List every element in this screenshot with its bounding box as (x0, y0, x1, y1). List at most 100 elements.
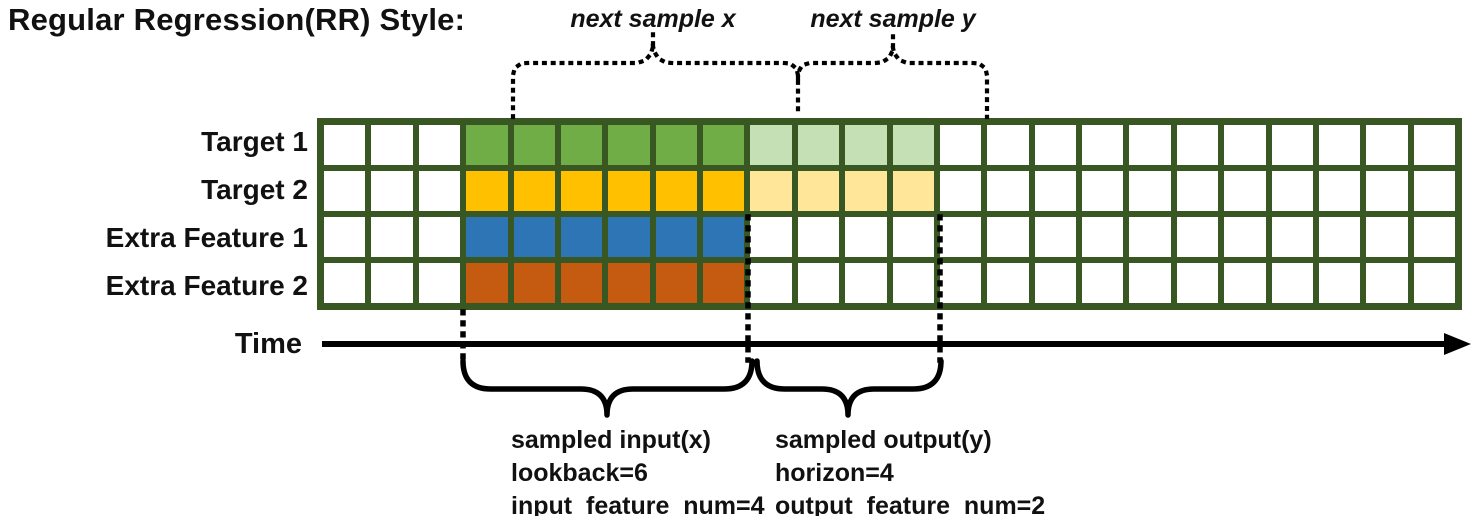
grid-cell (324, 125, 366, 165)
grid-cell (939, 263, 982, 303)
grid-cell (939, 171, 982, 211)
sampled-output-note: sampled output(y) horizon=4 output_featu… (775, 424, 1045, 516)
grid-cell (1082, 217, 1124, 257)
grid-cell (892, 217, 934, 257)
grid-cell (1366, 125, 1408, 165)
grid-cell (1318, 171, 1361, 211)
grid-cell (324, 171, 366, 211)
grid-cell (513, 125, 555, 165)
grid-cell (750, 125, 792, 165)
grid-cell (418, 125, 461, 165)
grid-cell (939, 125, 982, 165)
grid-cell (608, 125, 650, 165)
grid-cell (1366, 217, 1408, 257)
grid-cell (703, 125, 745, 165)
grid-cell (324, 263, 366, 303)
grid-cell (750, 171, 792, 211)
grid-cell (1129, 171, 1171, 211)
grid-cell (560, 171, 603, 211)
grid-cell (1271, 171, 1313, 211)
grid-cell (987, 263, 1029, 303)
grid-cell (1224, 263, 1266, 303)
grid-cell (1271, 263, 1313, 303)
time-axis-label: Time (234, 328, 302, 360)
next-sample-y-brace (795, 32, 990, 120)
time-series-grid (317, 118, 1462, 310)
grid-cell (1082, 263, 1124, 303)
grid-cell (513, 217, 555, 257)
grid-cell (1271, 217, 1313, 257)
grid-cell (371, 217, 413, 257)
grid-cell (845, 171, 887, 211)
grid-cell (892, 263, 934, 303)
grid-cell (1129, 263, 1171, 303)
grid-cell (608, 263, 650, 303)
grid-cell (513, 263, 555, 303)
grid-cell (513, 171, 555, 211)
grid-cell (1082, 125, 1124, 165)
grid-cell (1176, 171, 1219, 211)
grid-cell (797, 171, 840, 211)
grid-cell (1082, 171, 1124, 211)
time-arrowhead-icon (1444, 333, 1471, 355)
grid-cell (797, 125, 840, 165)
grid-cell (418, 217, 461, 257)
grid-cell (418, 263, 461, 303)
grid-cell (1318, 125, 1361, 165)
grid-cell (324, 217, 366, 257)
output-feature-num-line: output_feature_num=2 (775, 492, 1046, 516)
grid-cell (371, 171, 413, 211)
grid-cell (655, 217, 697, 257)
sampled-output-line: sampled output(y) (775, 426, 992, 454)
grid-cell (1224, 125, 1266, 165)
row-label-extra-feature-1: Extra Feature 1 (105, 222, 308, 253)
grid-cell (466, 263, 508, 303)
row-label-target-1: Target 1 (201, 126, 308, 157)
grid-cell (466, 171, 508, 211)
grid-cell (1318, 217, 1361, 257)
grid-cell (655, 125, 697, 165)
grid-cell (1318, 263, 1361, 303)
grid-cell (418, 171, 461, 211)
grid-cell (560, 263, 603, 303)
input-feature-num-line: input_feature_num=4 (511, 492, 765, 516)
grid-cell (1034, 217, 1076, 257)
sampled-output-brace (754, 358, 944, 418)
diagram-title: Regular Regression(RR) Style: (8, 2, 466, 37)
grid-cell (608, 217, 650, 257)
grid-cell (750, 217, 792, 257)
grid-cell (466, 125, 508, 165)
grid-cell (1129, 125, 1171, 165)
grid-cell (939, 217, 982, 257)
grid-cell (797, 217, 840, 257)
row-label-target-2: Target 2 (201, 174, 308, 205)
grid-cell (1366, 171, 1408, 211)
sampled-input-line: sampled input(x) (511, 426, 712, 454)
grid-cell (703, 217, 745, 257)
grid-cell (892, 125, 934, 165)
grid-cell (1413, 263, 1455, 303)
next-sample-x-brace (510, 30, 801, 120)
grid-cell (466, 217, 508, 257)
grid-cell (1224, 217, 1266, 257)
grid-cell (845, 217, 887, 257)
grid-cell (892, 171, 934, 211)
grid-cell (1366, 263, 1408, 303)
grid-cell (703, 171, 745, 211)
grid-cell (797, 263, 840, 303)
grid-cell (1176, 263, 1219, 303)
grid-cell (608, 171, 650, 211)
grid-cell (1271, 125, 1313, 165)
grid-cell (750, 263, 792, 303)
sampled-input-brace (460, 358, 755, 418)
grid-cell (1129, 217, 1171, 257)
grid-cell (987, 171, 1029, 211)
next-sample-x-label: next sample x (570, 5, 736, 33)
grid-cell (1413, 125, 1455, 165)
sampled-input-note: sampled input(x) lookback=6 input_featur… (511, 424, 765, 516)
row-label-extra-feature-2: Extra Feature 2 (105, 270, 308, 301)
grid-cell (655, 263, 697, 303)
grid-cell (1176, 217, 1219, 257)
grid-cell (1413, 217, 1455, 257)
